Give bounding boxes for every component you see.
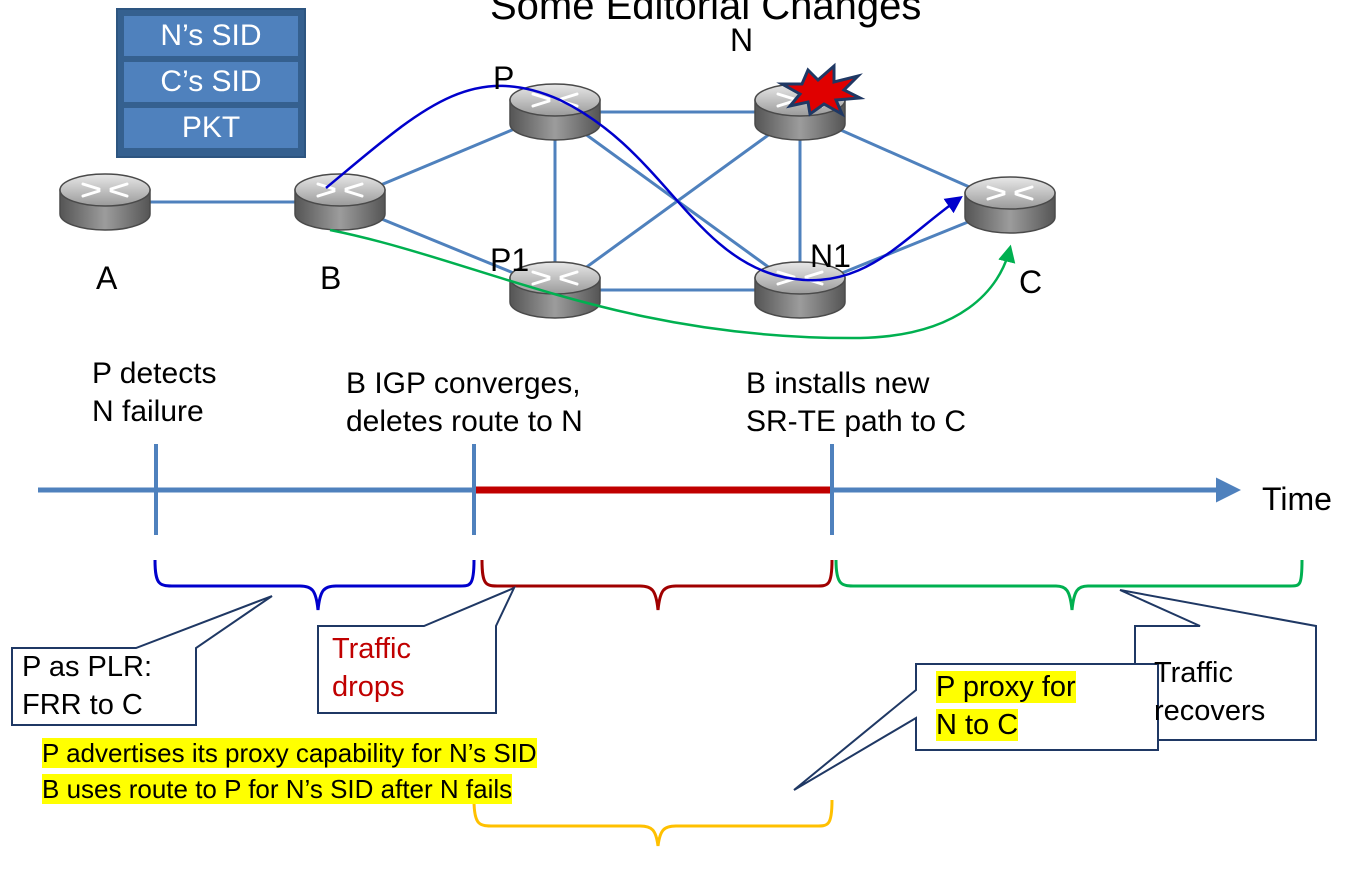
- callout-line: P proxy for: [936, 671, 1076, 703]
- node-label-p1: P1: [490, 242, 530, 278]
- callout-plr: P as PLR: FRR to C: [22, 648, 152, 724]
- callout-plr-bubble: [11, 595, 273, 726]
- event-b-installs-path: B installs new SR-TE path to C: [746, 365, 966, 441]
- callout-line: N to C: [936, 709, 1019, 741]
- node-label-c: C: [1019, 264, 1043, 300]
- node-label-n1: N1: [810, 238, 851, 274]
- node-label-b: B: [320, 260, 342, 296]
- stack-row-n-sid: N’s SID: [124, 16, 298, 56]
- note-line: P advertises its proxy capability for N’…: [42, 738, 537, 768]
- callout-line: FRR to C: [22, 689, 143, 721]
- stack-row-pkt: PKT: [124, 108, 298, 148]
- failure-star-icon: [776, 62, 866, 118]
- proxy-brace: [472, 799, 834, 847]
- recover-brace: [834, 559, 1304, 611]
- primary-path-arrow: [325, 84, 963, 282]
- callout-line: P as PLR:: [22, 651, 153, 683]
- event-line: deletes route to N: [346, 405, 583, 438]
- page-title: Some Editorial Changes: [490, 0, 922, 28]
- callout-traffic-drops: Traffic drops: [332, 630, 411, 706]
- callout-line: Traffic: [332, 633, 411, 665]
- drop-brace: [480, 559, 834, 611]
- stack-row-c-sid: C’s SID: [124, 62, 298, 102]
- callout-line: Traffic: [1154, 657, 1233, 689]
- event-line: SR-TE path to C: [746, 405, 967, 438]
- node-label-a: A: [96, 260, 118, 296]
- callout-traffic-recovers: Traffic recovers: [1154, 654, 1265, 730]
- event-line: B installs new: [746, 367, 930, 400]
- callout-line: drops: [332, 671, 405, 703]
- event-line: B IGP converges,: [346, 367, 581, 400]
- router-P: [508, 82, 602, 142]
- node-label-p: P: [493, 60, 515, 96]
- router-C: [963, 175, 1057, 235]
- event-p-detects: P detects N failure: [92, 355, 217, 431]
- event-line: P detects: [92, 357, 217, 390]
- label-stack: N’s SID C’s SID PKT: [116, 8, 306, 158]
- time-axis-label: Time: [1262, 481, 1332, 517]
- callout-drops-bubble: [317, 586, 517, 714]
- router-B: [293, 172, 387, 232]
- note-line: B uses route to P for N’s SID after N fa…: [42, 774, 513, 804]
- frr-brace: [153, 559, 476, 611]
- node-label-n: N: [730, 22, 754, 58]
- proxy-notes: P advertises its proxy capability for N’…: [42, 735, 537, 807]
- router-A: [58, 172, 152, 232]
- event-b-igp-converges: B IGP converges, deletes route to N: [346, 365, 583, 441]
- callout-proxy: P proxy for N to C: [936, 668, 1076, 744]
- backup-path-arrow: [329, 228, 1016, 340]
- event-line: N failure: [92, 395, 204, 428]
- callout-line: recovers: [1154, 695, 1266, 727]
